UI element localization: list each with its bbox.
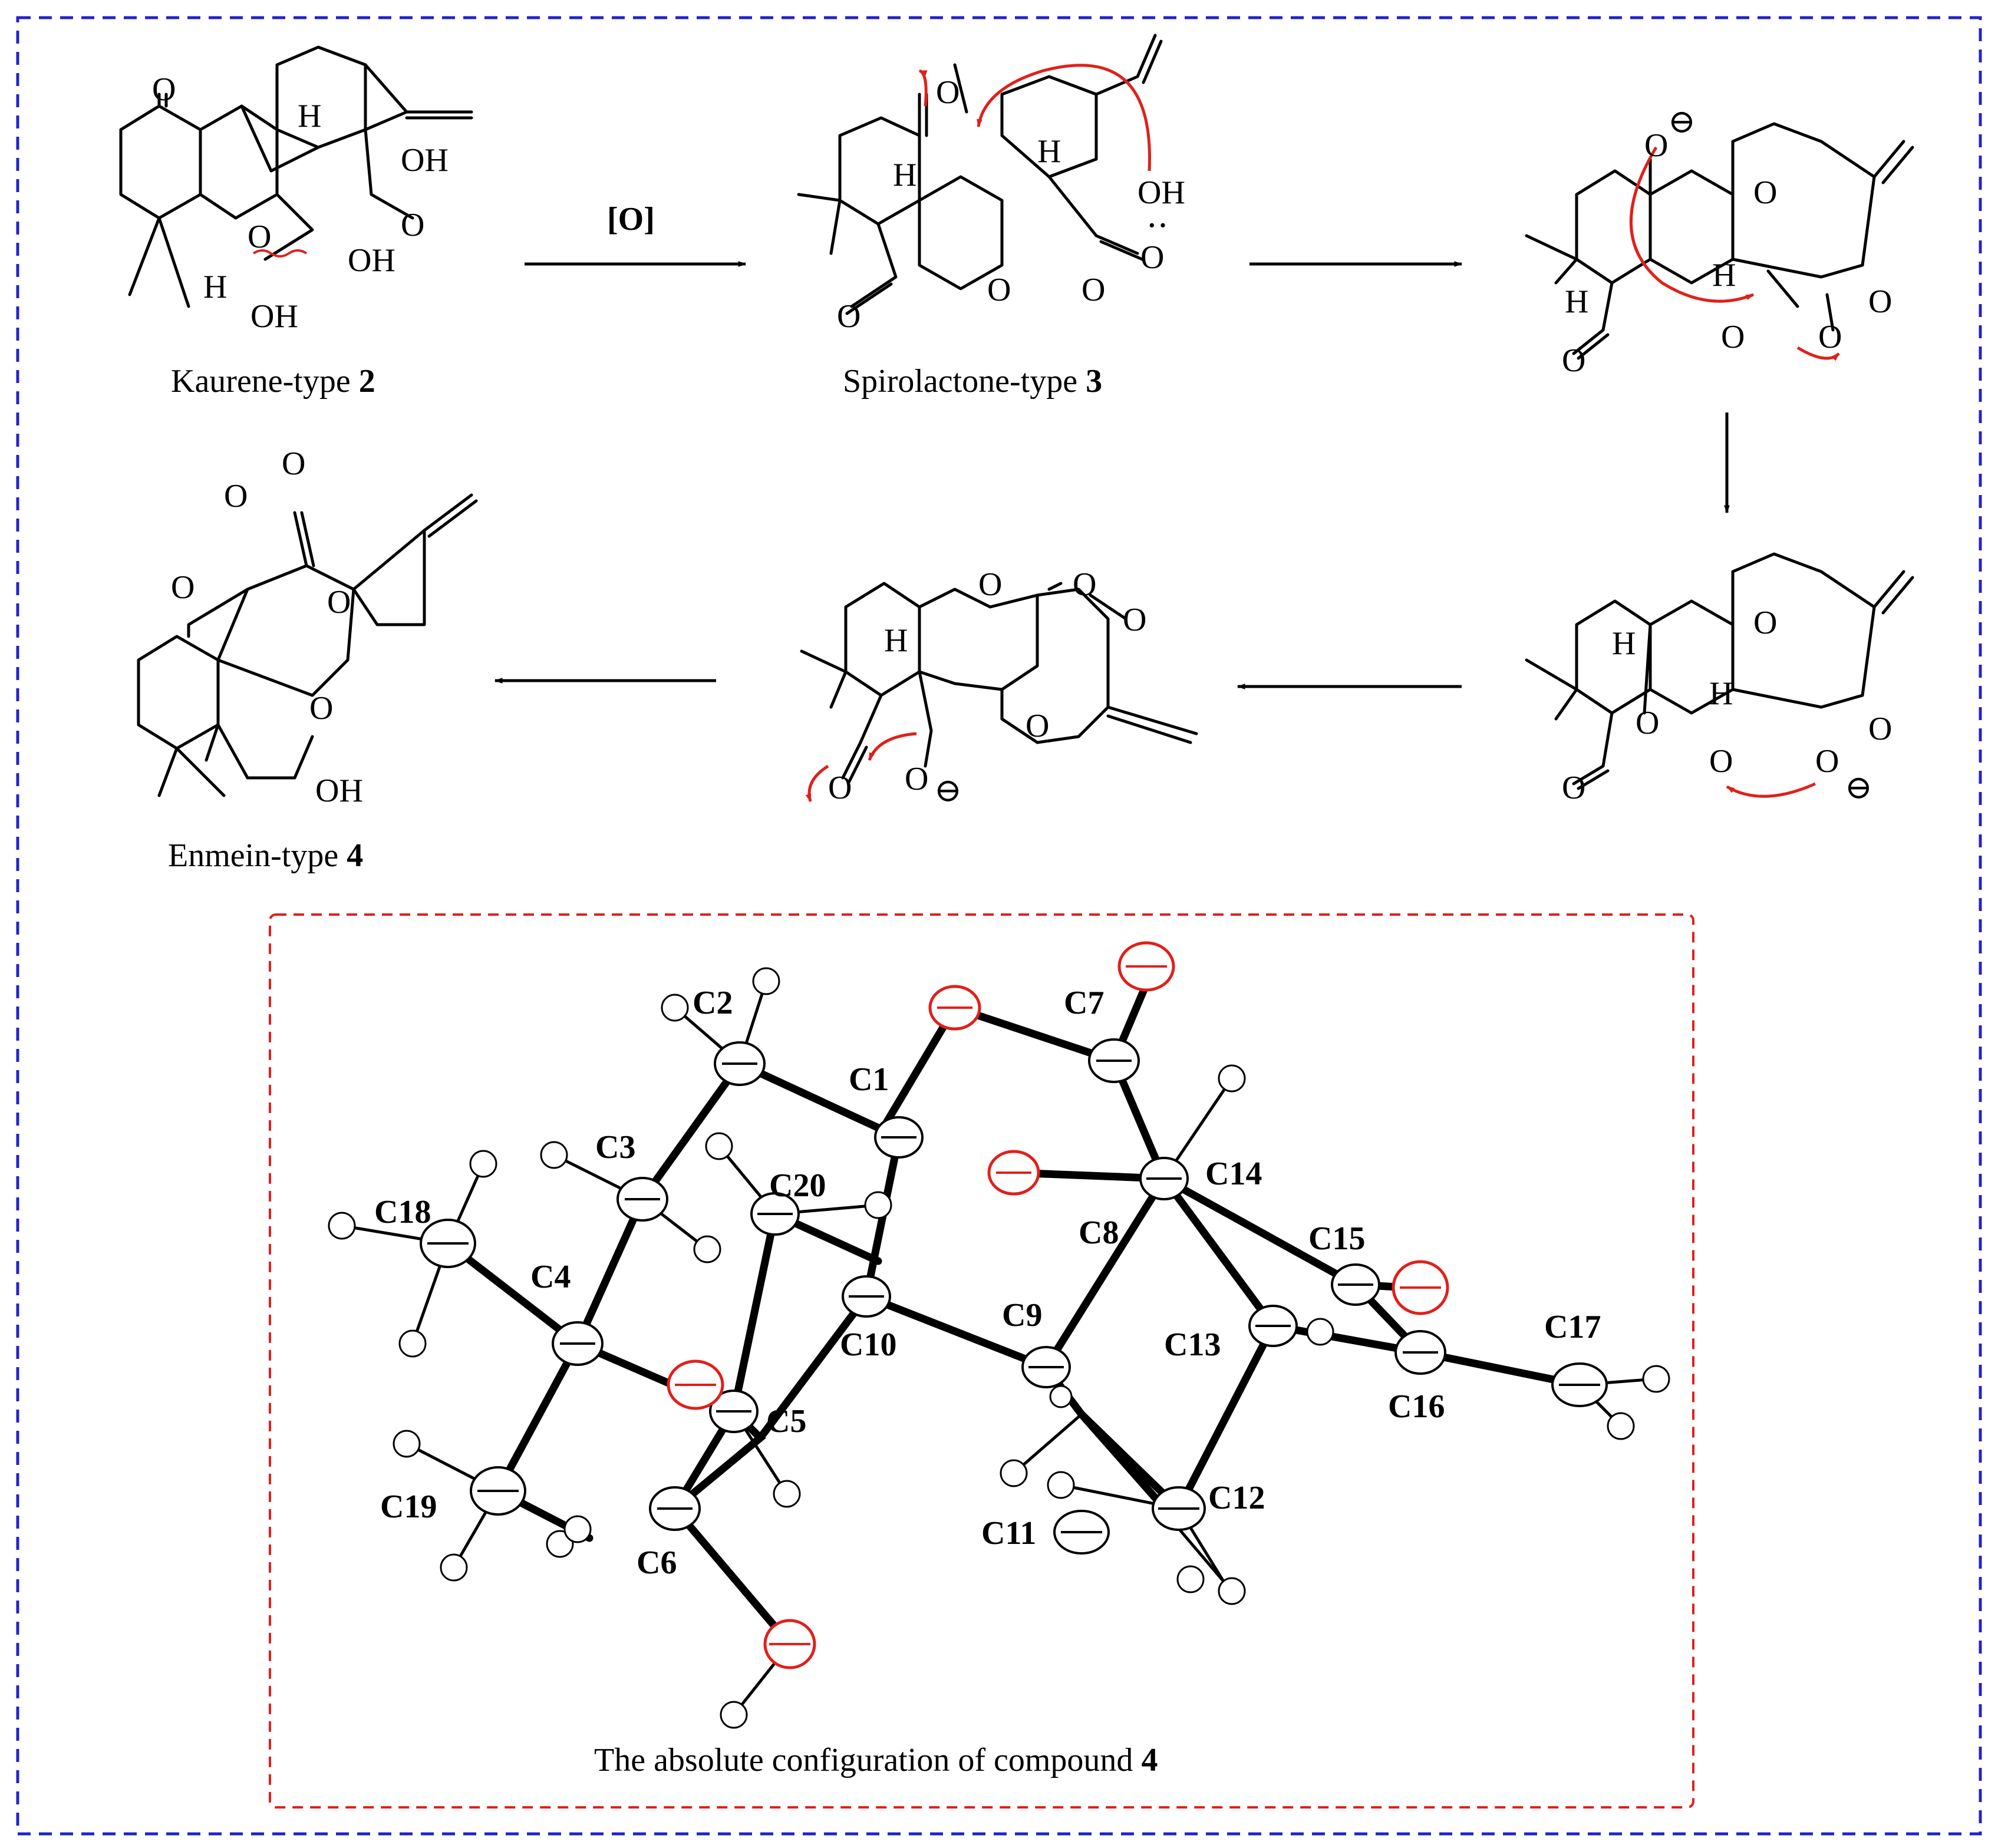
intermediate-2-structure: O H H O O O O O ⊖ xyxy=(1525,552,1914,806)
c2-O-2: O xyxy=(401,207,424,243)
c2-OH-1: OH xyxy=(401,142,449,179)
i2-O-ring2: O xyxy=(1709,743,1733,780)
c4-O-top2: O xyxy=(282,446,305,482)
c4-O-top1: O xyxy=(224,478,248,514)
ortep-h-atoms xyxy=(328,967,1670,1729)
intermediate-1-structure: O ⊖ O H H O O O O xyxy=(1525,104,1914,379)
xray-caption: The absolute configuration of compound 4 xyxy=(594,1742,1158,1778)
i2-charge: ⊖ xyxy=(1845,770,1872,806)
compound-2-caption: Kaurene-type 2 xyxy=(171,363,375,400)
i1-O-carbonyl: O xyxy=(1818,319,1842,355)
ortep-o-atoms xyxy=(667,941,1449,1669)
compound-4-caption: Enmein-type 4 xyxy=(168,837,363,874)
label-C20: C20 xyxy=(769,1167,826,1204)
xray-ortep-structure: C1 C2 C3 C4 C5 C6 C7 C8 C9 C10 C11 C12 C… xyxy=(328,941,1670,1729)
label-C8: C8 xyxy=(1079,1215,1119,1251)
compound-3-caption: Spirolactone-type 3 xyxy=(843,363,1102,400)
c4-O-ring: O xyxy=(171,569,194,606)
i3-O-bridge: O xyxy=(1026,708,1049,744)
c4-O-furan: O xyxy=(309,690,333,727)
i3-O-2: O xyxy=(1073,566,1096,603)
c2-OH-3: OH xyxy=(250,298,298,335)
c3-O-ald: O xyxy=(837,298,860,335)
label-C1: C1 xyxy=(849,1061,889,1098)
i1-O-minus: O xyxy=(1644,127,1668,164)
c2-H-top: H xyxy=(298,98,321,134)
label-C7: C7 xyxy=(1064,985,1104,1021)
i2-H-2: H xyxy=(1709,675,1733,712)
c2-O-ketone: O xyxy=(152,71,176,108)
outer-dashed-border xyxy=(16,16,1982,1836)
c3-lonepair: ‥ xyxy=(1146,198,1168,235)
ortep-c-atoms xyxy=(420,1038,1608,1555)
label-C4: C4 xyxy=(530,1259,571,1295)
label-C3: C3 xyxy=(595,1129,635,1166)
compound-4-enmein-structure: O O O O O OH xyxy=(137,446,478,809)
reagent-label: [O] xyxy=(607,201,655,237)
compound-3-spirolactone-structure: O H OH ‥ H O O O O xyxy=(797,34,1185,335)
label-C10: C10 xyxy=(840,1326,896,1363)
label-C14: C14 xyxy=(1205,1156,1262,1192)
c3-H-2: H xyxy=(893,157,916,193)
label-C11: C11 xyxy=(981,1515,1036,1552)
i1-charge: ⊖ xyxy=(1668,104,1696,140)
label-C12: C12 xyxy=(1208,1480,1265,1516)
i3-charge: ⊖ xyxy=(934,773,962,809)
c3-O-carbonyl: O xyxy=(1082,272,1105,308)
c4-OH: OH xyxy=(315,773,363,809)
label-C17: C17 xyxy=(1544,1309,1601,1345)
c3-O-lactone: O xyxy=(987,272,1011,308)
intermediate-3-structure: O O O H O O O ⊖ xyxy=(800,566,1198,809)
label-C19: C19 xyxy=(380,1489,437,1525)
i3-O-1: O xyxy=(978,566,1002,603)
c3-O-ketone: O xyxy=(936,74,960,111)
label-C13: C13 xyxy=(1164,1326,1221,1363)
i2-H-1: H xyxy=(1612,625,1636,662)
c3-O-5: O xyxy=(1140,239,1164,276)
i1-H-2: H xyxy=(1565,283,1588,320)
i3-O-minus: O xyxy=(905,761,928,797)
i3-H: H xyxy=(884,622,908,659)
xray-dashed-border xyxy=(269,913,1694,1809)
c2-O-ring: O xyxy=(248,219,271,255)
i1-O-ald: O xyxy=(1562,342,1585,379)
i2-O-ring: O xyxy=(1636,705,1659,741)
i2-O-minus: O xyxy=(1815,743,1839,780)
c2-H-low: H xyxy=(203,269,227,305)
c2-OH-2: OH xyxy=(348,242,395,279)
i1-O-lactone: O xyxy=(1721,319,1745,355)
i2-O-ketone: O xyxy=(1868,711,1892,747)
label-C18: C18 xyxy=(374,1194,431,1230)
i2-O-ald: O xyxy=(1562,770,1585,806)
label-C16: C16 xyxy=(1388,1388,1445,1425)
label-C15: C15 xyxy=(1308,1220,1365,1257)
c3-OH: OH xyxy=(1138,174,1185,211)
label-C5: C5 xyxy=(766,1403,806,1440)
i1-H-1: H xyxy=(1712,257,1736,293)
label-C2: C2 xyxy=(693,985,733,1021)
i3-O-ald: O xyxy=(828,770,852,806)
label-C6: C6 xyxy=(637,1545,677,1581)
i1-O-bridge: O xyxy=(1753,174,1777,211)
c4-O-bridge: O xyxy=(327,584,351,621)
compound-2-kaurene-structure: O H OH O OH O H OH xyxy=(119,45,473,335)
i3-O-3: O xyxy=(1123,602,1146,638)
label-C9: C9 xyxy=(1002,1297,1042,1334)
i1-O-ketone: O xyxy=(1868,283,1892,320)
c3-H-1: H xyxy=(1037,133,1061,170)
i2-O-bridge: O xyxy=(1753,605,1777,641)
